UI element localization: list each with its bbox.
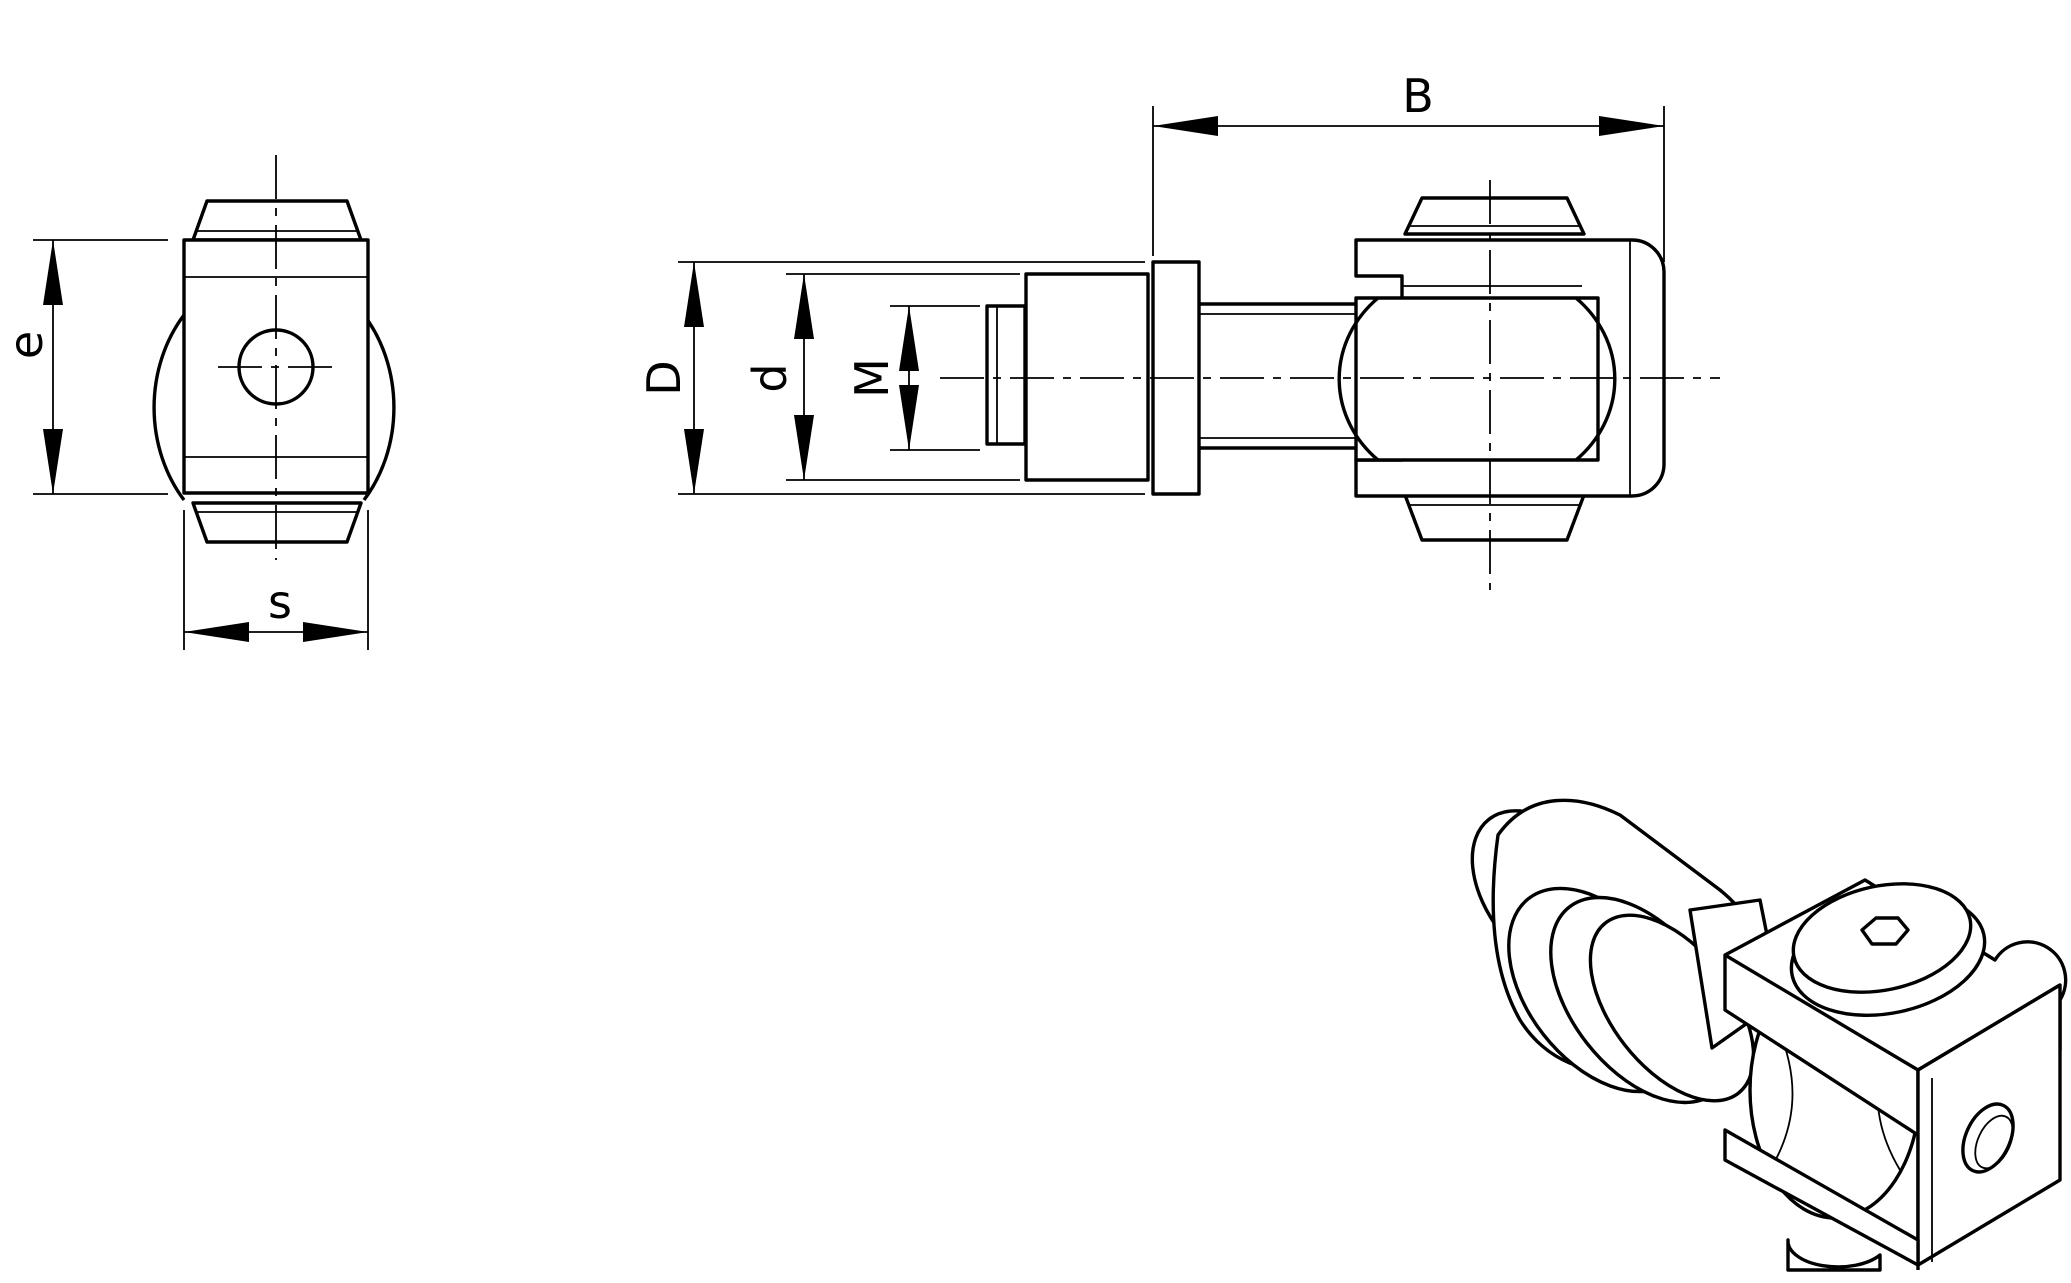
dimension-B: B — [1152, 69, 1665, 262]
side-view — [940, 180, 1720, 590]
label-B: B — [1402, 69, 1434, 123]
label-d: d — [743, 363, 797, 392]
dimension-D: D — [637, 261, 1145, 495]
label-s: s — [268, 575, 292, 629]
label-D: D — [637, 360, 691, 395]
dimension-e: e — [0, 239, 168, 495]
dimension-d: d — [743, 273, 1020, 481]
dimension-M: M — [845, 305, 980, 451]
dimension-s: s — [183, 510, 369, 650]
label-e: e — [0, 331, 53, 359]
isometric-view — [1470, 798, 2068, 1272]
label-M: M — [845, 358, 899, 398]
end-view — [152, 155, 396, 560]
